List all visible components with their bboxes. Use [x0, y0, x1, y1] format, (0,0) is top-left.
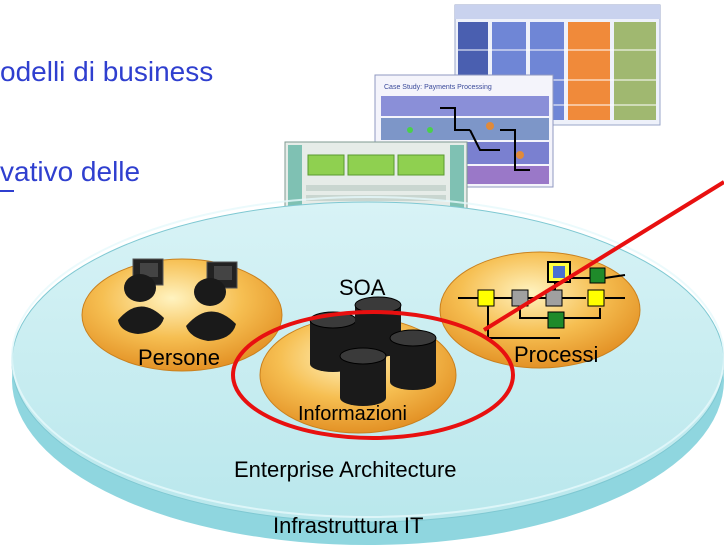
highlight-pointer-line [482, 180, 724, 332]
infrastructure-label: Infrastruttura IT [273, 513, 424, 538]
person-icon [186, 261, 238, 341]
process-label: Processi [514, 342, 599, 367]
heading-underline [0, 190, 14, 192]
database-icon [389, 329, 437, 390]
person-icon [118, 258, 164, 334]
case-study-title: Case Study: Payments Processing [384, 84, 492, 91]
heading-line-1: odelli di business [0, 56, 214, 87]
database-icon [339, 347, 387, 406]
people-label: Persone [138, 345, 220, 370]
people-disk [81, 258, 283, 372]
info-label: Informazioni [298, 403, 407, 425]
enterprise-architecture-label: Enterprise Architecture [234, 457, 457, 482]
highlight-ellipse [231, 310, 515, 440]
soa-label: SOA [339, 275, 386, 300]
heading-line-2: vativo delle [0, 156, 141, 187]
